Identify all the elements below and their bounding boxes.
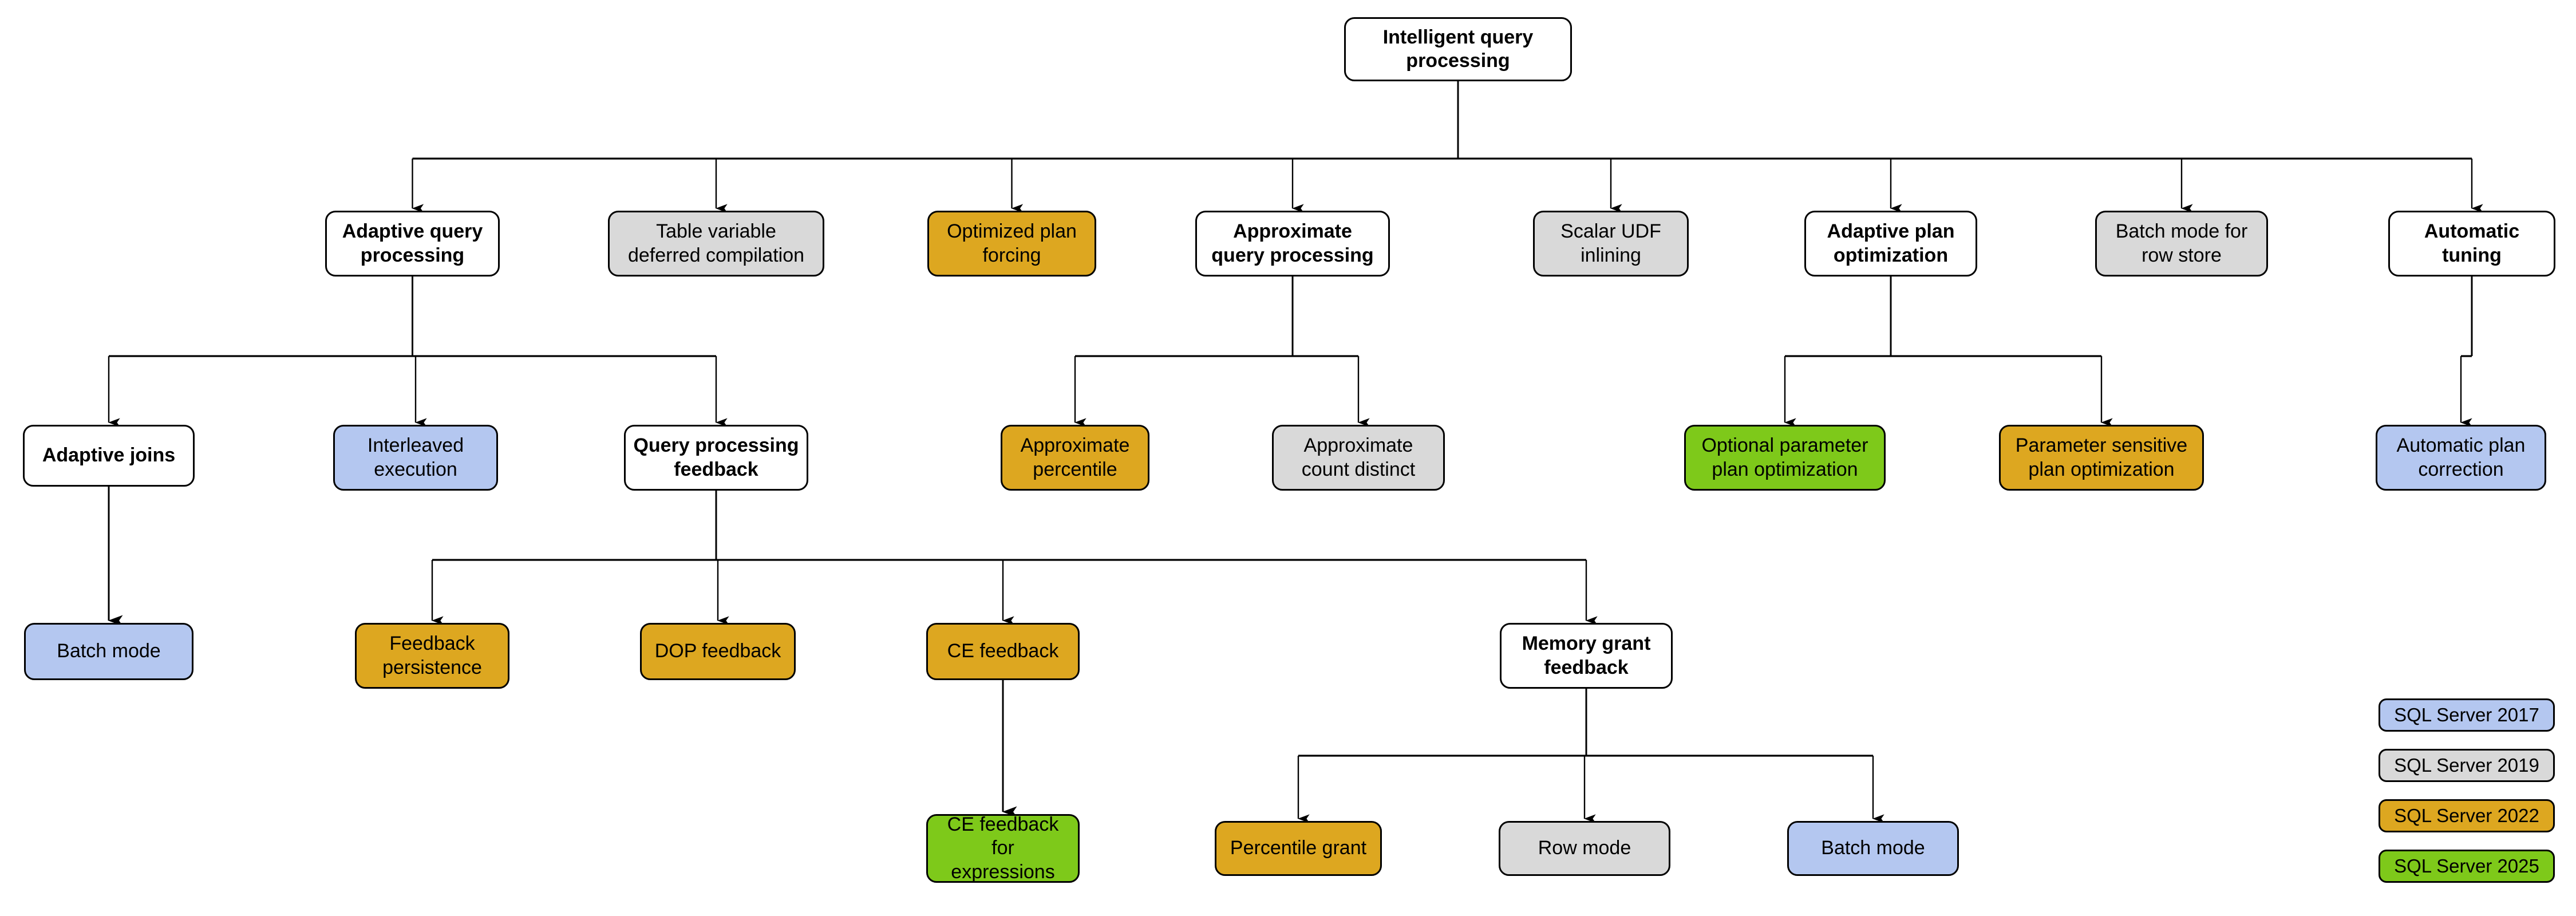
- node-interleaved[interactable]: Interleaved execution: [333, 425, 498, 491]
- node-approx_pct[interactable]: Approximate percentile: [1001, 425, 1149, 491]
- node-psp_opt[interactable]: Parameter sensitive plan optimization: [1999, 425, 2204, 491]
- node-label: Optimized plan forcing: [947, 220, 1077, 266]
- node-label: CE feedback for expressions: [947, 813, 1059, 883]
- node-label: Query processing feedback: [633, 435, 799, 480]
- node-label: Table variable deferred compilation: [627, 220, 805, 266]
- node-dop_feedback[interactable]: DOP feedback: [640, 623, 796, 680]
- legend-2025: SQL Server 2025: [2379, 850, 2555, 883]
- node-label: Optional parameter plan optimization: [1701, 435, 1868, 480]
- node-label: Memory grant feedback: [1522, 633, 1651, 678]
- node-opt_plan_forcing[interactable]: Optimized plan forcing: [927, 211, 1096, 277]
- node-label: Parameter sensitive plan optimization: [2015, 435, 2188, 480]
- node-label: Percentile grant: [1230, 837, 1367, 859]
- legend-2017: SQL Server 2017: [2379, 698, 2555, 732]
- legend-label: SQL Server 2025: [2394, 855, 2539, 876]
- node-batch_mode_aj[interactable]: Batch mode: [24, 623, 193, 680]
- node-label: Batch mode: [1821, 837, 1925, 859]
- node-root[interactable]: Intelligent query processing: [1344, 17, 1572, 81]
- legend-label: SQL Server 2017: [2394, 704, 2539, 725]
- node-tv_deferred[interactable]: Table variable deferred compilation: [608, 211, 824, 277]
- node-label: Adaptive joins: [42, 444, 176, 467]
- node-label: Adaptive query processing: [342, 220, 483, 266]
- legend-label: SQL Server 2022: [2394, 805, 2539, 826]
- node-label: Approximate count distinct: [1301, 435, 1416, 480]
- node-label: Approximate percentile: [1020, 435, 1130, 480]
- node-scalar_udf[interactable]: Scalar UDF inlining: [1533, 211, 1689, 277]
- node-label: CE feedback: [947, 640, 1059, 662]
- node-auto_tuning[interactable]: Automatic tuning: [2388, 211, 2555, 277]
- node-label: Approximate query processing: [1211, 220, 1374, 266]
- node-approx_cd[interactable]: Approximate count distinct: [1272, 425, 1445, 491]
- node-label: Interleaved execution: [367, 435, 464, 480]
- node-label: Intelligent query processing: [1382, 26, 1534, 72]
- node-label: Adaptive plan optimization: [1827, 220, 1955, 266]
- node-label: Batch mode: [57, 640, 161, 662]
- node-adaptive_plan[interactable]: Adaptive plan optimization: [1804, 211, 1977, 277]
- legend-label: SQL Server 2019: [2394, 755, 2539, 776]
- node-label: Batch mode for row store: [2115, 220, 2248, 266]
- node-qp_feedback[interactable]: Query processing feedback: [624, 425, 808, 491]
- node-label: Row mode: [1538, 837, 1631, 859]
- legend-2019: SQL Server 2019: [2379, 749, 2555, 782]
- node-batch_mode_mg[interactable]: Batch mode: [1787, 821, 1959, 876]
- node-batch_rowstore[interactable]: Batch mode for row store: [2095, 211, 2268, 277]
- node-label: Scalar UDF inlining: [1560, 220, 1661, 266]
- node-approx_qp[interactable]: Approximate query processing: [1195, 211, 1390, 277]
- node-adaptive_qp[interactable]: Adaptive query processing: [325, 211, 500, 277]
- node-mem_grant_fb[interactable]: Memory grant feedback: [1500, 623, 1673, 689]
- node-adaptive_joins[interactable]: Adaptive joins: [23, 425, 195, 487]
- node-ce_feedback[interactable]: CE feedback: [926, 623, 1080, 680]
- node-fb_persistence[interactable]: Feedback persistence: [355, 623, 509, 689]
- node-pct_grant[interactable]: Percentile grant: [1215, 821, 1382, 876]
- node-optional_param[interactable]: Optional parameter plan optimization: [1684, 425, 1886, 491]
- legend-2022: SQL Server 2022: [2379, 799, 2555, 832]
- node-label: Automatic plan correction: [2396, 435, 2526, 480]
- node-ce_fb_expr[interactable]: CE feedback for expressions: [926, 814, 1080, 883]
- node-label: DOP feedback: [654, 640, 781, 662]
- node-row_mode[interactable]: Row mode: [1499, 821, 1670, 876]
- node-label: Automatic tuning: [2424, 220, 2520, 266]
- node-label: Feedback persistence: [382, 633, 482, 678]
- node-auto_plan_corr[interactable]: Automatic plan correction: [2376, 425, 2546, 491]
